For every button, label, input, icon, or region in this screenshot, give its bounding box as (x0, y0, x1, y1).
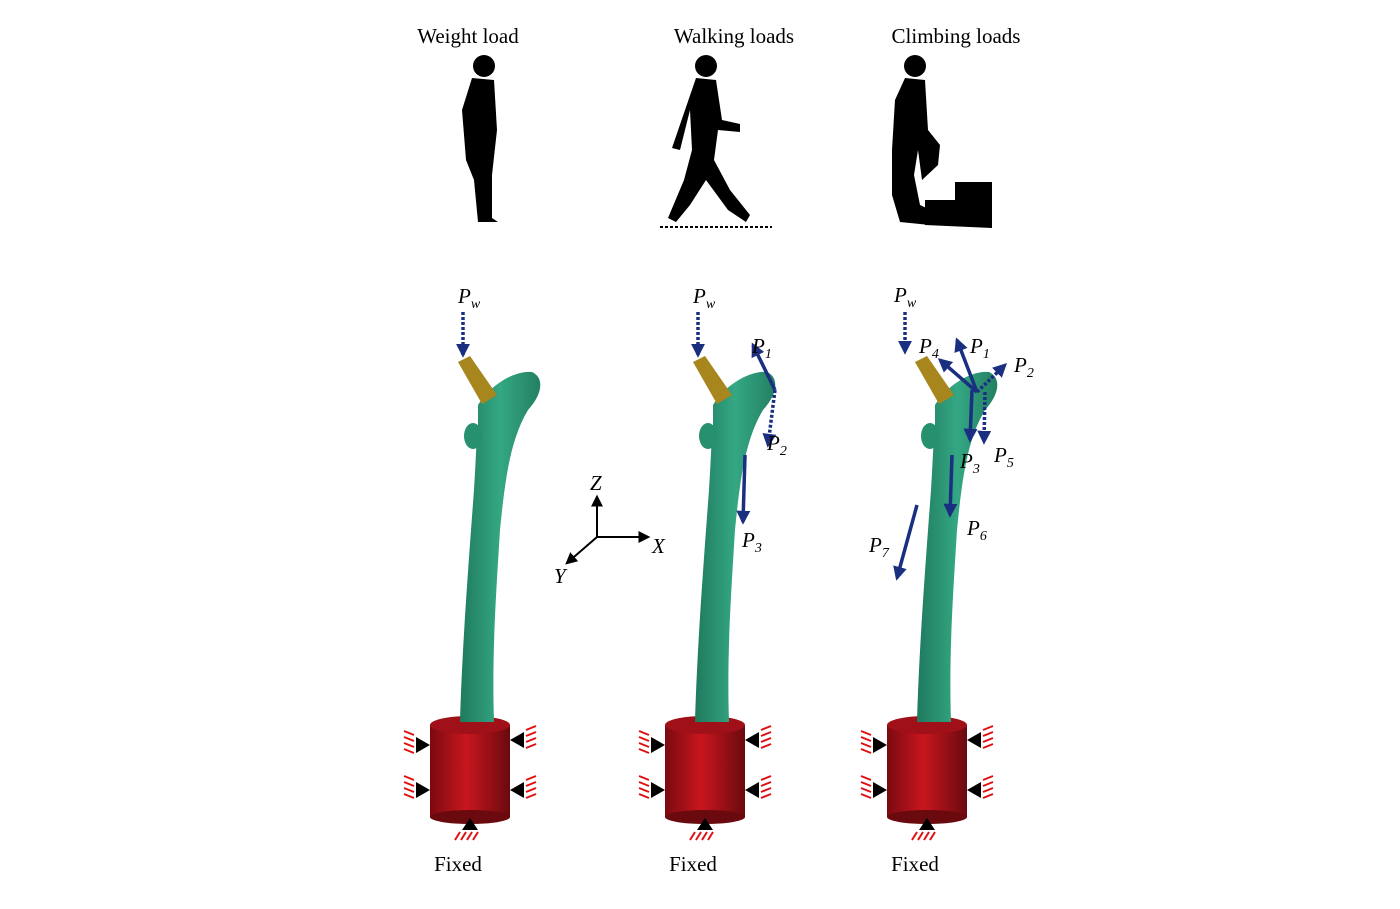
axis-label-y: Y (554, 564, 568, 588)
load-arrow (943, 454, 958, 518)
panel-title-walking: Walking loads (674, 24, 794, 48)
fixed-constraint-icons (860, 725, 994, 841)
load-label: P1 (751, 334, 772, 362)
fixed-label: Fixed (669, 852, 717, 876)
climbing-silhouette (892, 55, 992, 228)
load-label: P6 (966, 516, 987, 544)
load-label: P1 (969, 334, 990, 362)
fixed-constraint-icons (638, 725, 772, 841)
load-arrow (762, 389, 777, 448)
implant-neck (693, 356, 732, 404)
load-label: Pw (692, 284, 716, 312)
load-label: P4 (918, 334, 939, 362)
panel-title-climbing: Climbing loads (892, 24, 1021, 48)
load-label: P3 (959, 449, 980, 477)
femur-bone (695, 371, 776, 722)
load-arrow (954, 337, 979, 393)
coordinate-axes: Z X Y (554, 471, 666, 588)
fixture-cylinder (430, 716, 510, 824)
implant-neck (458, 356, 497, 404)
load-label: P7 (868, 533, 890, 561)
standing-silhouette (462, 55, 498, 222)
load-arrow (975, 363, 1008, 394)
load-arrow (977, 391, 992, 445)
femur-bone (917, 371, 998, 722)
walking-silhouette (660, 55, 772, 228)
implant-neck (915, 356, 954, 404)
fixed-constraint-icons (403, 725, 537, 841)
load-label: P2 (1013, 353, 1034, 381)
load-arrow (751, 342, 777, 391)
femur-bone (460, 371, 541, 722)
load-arrow (963, 389, 978, 443)
load-arrow (736, 454, 751, 525)
axis-label-x: X (651, 534, 666, 558)
load-label: Pw (457, 284, 481, 312)
load-label: P3 (741, 528, 762, 556)
fixed-label: Fixed (434, 852, 482, 876)
axis-label-z: Z (590, 471, 602, 495)
load-label: Pw (893, 283, 917, 311)
load-label: P2 (766, 431, 787, 459)
fixture-cylinder (665, 716, 745, 824)
load-arrow (937, 358, 979, 394)
fixture-cylinder (887, 716, 967, 824)
panel-title-weight: Weight load (417, 24, 519, 48)
load-arrow (893, 504, 919, 581)
load-label: P5 (993, 443, 1014, 471)
fixed-label: Fixed (891, 852, 939, 876)
